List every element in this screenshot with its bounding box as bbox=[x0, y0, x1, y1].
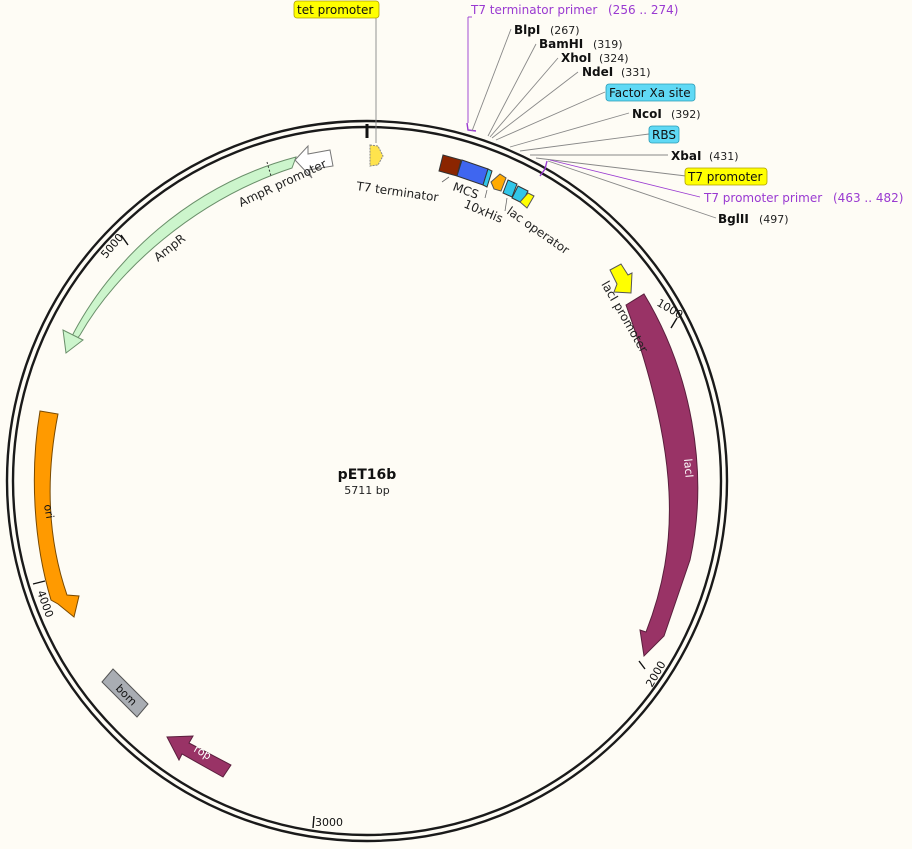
rbs-tag[interactable] bbox=[648, 125, 680, 144]
his-leader bbox=[484, 189, 488, 199]
rop-feature[interactable] bbox=[166, 735, 232, 778]
lac-operator-leader bbox=[504, 197, 508, 212]
t7-promoter-tag[interactable] bbox=[684, 167, 768, 186]
tick-3000: 3000 bbox=[315, 816, 343, 829]
bamhi-site-name: BamHI bbox=[539, 37, 583, 51]
his-tag-label: 10xHis bbox=[462, 197, 505, 226]
plasmid-length: 5711 bp bbox=[344, 484, 389, 497]
blpi-site-pos: (267) bbox=[550, 24, 580, 37]
t7-promoter-primer-range: (463 .. 482) bbox=[833, 191, 903, 205]
blpi-site-name: BlpI bbox=[514, 23, 540, 37]
mcs-leader bbox=[441, 176, 450, 183]
ncoi-site-pos: (392) bbox=[671, 108, 701, 121]
plasmid-name: pET16b bbox=[338, 467, 397, 483]
bglii-site-name: BglII bbox=[718, 212, 749, 226]
laci-promoter-feature[interactable] bbox=[609, 263, 633, 294]
ndei-site-pos: (331) bbox=[621, 66, 651, 79]
t7-terminator-primer-label: T7 terminator primer bbox=[470, 3, 597, 17]
rbs-feature[interactable] bbox=[490, 173, 507, 192]
lac-operator-label: lac operator bbox=[504, 204, 572, 257]
xbai-site-name: XbaI bbox=[671, 149, 701, 163]
rbs-label: RBS bbox=[652, 128, 676, 142]
laci-feature[interactable] bbox=[625, 293, 699, 658]
factor-xa-tag[interactable] bbox=[605, 83, 696, 102]
xbai-site-pos: (431) bbox=[709, 150, 739, 163]
t7-terminator-primer-feature[interactable] bbox=[466, 122, 477, 132]
tet-promoter-label: tet promoter bbox=[297, 3, 373, 17]
t7-promoter-feature[interactable] bbox=[519, 192, 535, 209]
ndei-site-name: NdeI bbox=[582, 65, 613, 79]
ori-feature[interactable] bbox=[33, 410, 80, 618]
t7-terminator-primer-range: (256 .. 274) bbox=[608, 3, 678, 17]
ncoi-site-name: NcoI bbox=[632, 107, 662, 121]
xhoi-site-pos: (324) bbox=[599, 52, 629, 65]
bamhi-site-pos: (319) bbox=[593, 38, 623, 51]
factor-xa-label: Factor Xa site bbox=[609, 86, 691, 100]
ori-label: ori bbox=[41, 503, 56, 519]
tet-promoter-feature[interactable] bbox=[369, 144, 384, 167]
leader-lines bbox=[375, 16, 717, 219]
ampr-promoter-feature[interactable] bbox=[294, 144, 334, 179]
tick-1000: 1000 bbox=[655, 296, 686, 321]
t7-terminator-label: T7 terminator bbox=[355, 179, 440, 205]
ampr-promoter-divider bbox=[266, 161, 272, 177]
factor-xa-feature[interactable] bbox=[482, 168, 493, 188]
xhoi-site-name: XhoI bbox=[561, 51, 592, 65]
bglii-site-pos: (497) bbox=[759, 213, 789, 226]
t7-promoter-label: T7 promoter bbox=[687, 170, 763, 184]
bom-feature[interactable] bbox=[101, 668, 149, 718]
scale-ticks: 1000 2000 3000 4000 5000 bbox=[32, 231, 686, 829]
laci-label: lacI bbox=[681, 458, 696, 478]
t7-promoter-primer-label: T7 promoter primer bbox=[703, 191, 822, 205]
t7-promoter-primer-feature[interactable] bbox=[539, 160, 548, 177]
ampr-arrowhead bbox=[62, 329, 84, 354]
tet-promoter-tag[interactable] bbox=[293, 0, 380, 19]
